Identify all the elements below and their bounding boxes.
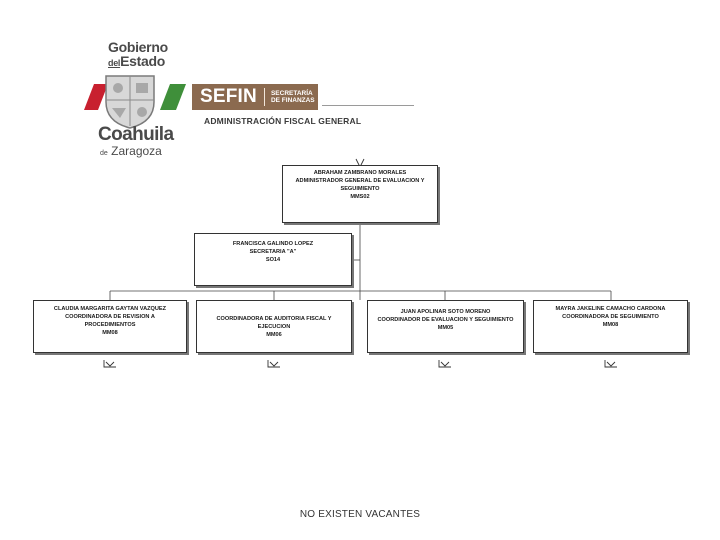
position-code: MM08 [102, 330, 118, 336]
position-title: COORDINADORA DE AUDITORIA FISCAL Y [216, 316, 332, 322]
position-title: COORDINADORA DE REVISION A [65, 314, 155, 320]
position-code: MMS02 [350, 194, 370, 200]
sefin-sub-line-2: DE FINANZAS [270, 97, 315, 104]
position-code: MM05 [437, 325, 454, 331]
de-zaragoza-text: de Zaragoza [100, 144, 162, 158]
del-estado-text: delEstado [108, 54, 165, 70]
de-text: de [100, 150, 108, 157]
person-name: CLAUDIA MARGARITA GAYTAN VAZQUEZ [53, 306, 167, 312]
coahuila-sefin-logo: Gobierno delEstado SEFIN SECRETARÍA DE F… [84, 34, 424, 160]
position-code: SO14 [265, 257, 281, 263]
expand-marker-icon [267, 360, 280, 368]
org-box-coordinadora-auditoria: COORDINADORA DE AUDITORIA FISCAL Y EJECU… [196, 300, 352, 353]
position-code: MM06 [266, 332, 282, 338]
org-box-coordinadora-revision: CLAUDIA MARGARITA GAYTAN VAZQUEZ COORDIN… [33, 300, 187, 353]
person-name: MAYRA JAKELINE CAMACHO CARDONA [555, 306, 666, 312]
zaragoza-text: Zaragoza [111, 144, 162, 158]
org-box-administrador: ABRAHAM ZAMBRANO MORALES ADMINISTRADOR G… [282, 165, 438, 223]
org-box-coordinador-evaluacion: JUAN APOLINAR SOTO MORENO COORDINADOR DE… [367, 300, 524, 353]
del-text: del [108, 58, 121, 68]
sefin-badge: SEFIN SECRETARÍA DE FINANZAS [192, 84, 318, 110]
position-title: SEGUIMIENTO [340, 186, 380, 192]
org-box-coordinadora-seguimiento: MAYRA JAKELINE CAMACHO CARDONA COORDINAD… [533, 300, 688, 353]
flag-stripes-icon [84, 84, 186, 110]
administracion-text: ADMINISTRACIÓN FISCAL GENERAL [204, 116, 362, 126]
position-code: MM08 [602, 322, 619, 328]
sefin-subtitle: SECRETARÍA DE FINANZAS [271, 90, 315, 104]
expand-marker-icon [438, 360, 451, 368]
org-box-secretaria: FRANCISCA GALINDO LOPEZ SECRETARIA "A" S… [194, 233, 352, 286]
position-title: ADMINISTRADOR GENERAL DE EVALUACION Y [295, 178, 425, 184]
sefin-sub-line-1: SECRETARÍA [270, 90, 313, 97]
footer-note: NO EXISTEN VACANTES [299, 509, 421, 520]
person-name: FRANCISCA GALINDO LOPEZ [232, 241, 314, 247]
sefin-divider [263, 88, 265, 106]
position-title: SECRETARIA "A" [249, 249, 297, 255]
position-title: PROCEDIMIENTOS [84, 322, 136, 328]
state-seal-icon [105, 75, 155, 129]
sefin-text: SEFIN [200, 86, 257, 107]
position-title: COORDINADOR DE EVALUACION Y SEGUIMIENTO [377, 317, 514, 323]
person-name: ABRAHAM ZAMBRANO MORALES [313, 170, 407, 176]
gobierno-text: Gobierno [108, 39, 168, 55]
position-title: EJECUCION [257, 324, 291, 330]
coahuila-text: Coahuila [98, 124, 174, 145]
logo-rule [322, 105, 414, 106]
expand-marker-icon [103, 360, 116, 368]
position-title: COORDINADORA DE SEGUIMIENTO [562, 314, 659, 320]
person-name: JUAN APOLINAR SOTO MORENO [400, 309, 491, 315]
estado-text: Estado [120, 53, 165, 69]
expand-marker-icon [604, 360, 617, 368]
